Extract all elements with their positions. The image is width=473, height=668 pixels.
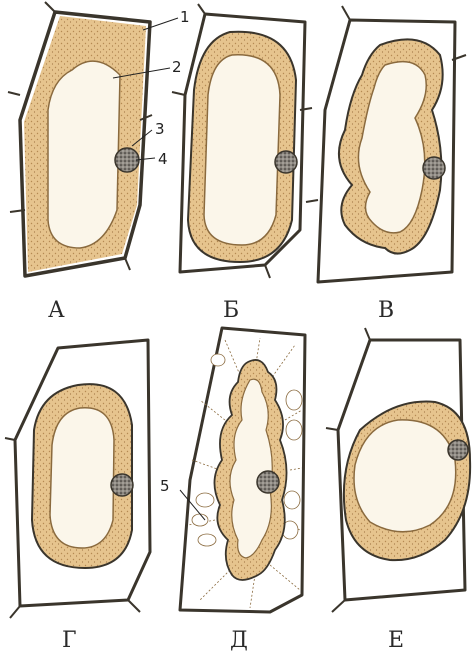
caption-v: В	[378, 298, 394, 323]
nucleus	[423, 157, 445, 179]
vacuole	[354, 420, 456, 532]
caption-e: Е	[388, 628, 404, 653]
nucleus	[448, 440, 468, 460]
vacuole	[50, 408, 114, 548]
nucleus	[257, 471, 279, 493]
panel-v	[306, 6, 466, 282]
vacuole	[204, 55, 280, 245]
panel-d	[180, 328, 305, 612]
caption-g: Г	[62, 628, 77, 653]
nucleus	[111, 474, 133, 496]
nucleus	[115, 148, 139, 172]
panel-b	[172, 4, 312, 278]
callout-1: 1	[180, 8, 190, 26]
caption-a: А	[48, 298, 65, 323]
panel-g	[5, 340, 150, 618]
vacuole	[48, 61, 120, 248]
callout-3: 3	[155, 120, 165, 138]
callout-2: 2	[172, 58, 182, 76]
caption-b: Б	[223, 298, 239, 323]
callout-4: 4	[158, 150, 168, 168]
caption-d: Д	[230, 628, 248, 653]
nucleus	[275, 151, 297, 173]
callout-5: 5	[160, 477, 170, 495]
panel-a	[8, 2, 178, 276]
panel-e	[326, 328, 470, 612]
